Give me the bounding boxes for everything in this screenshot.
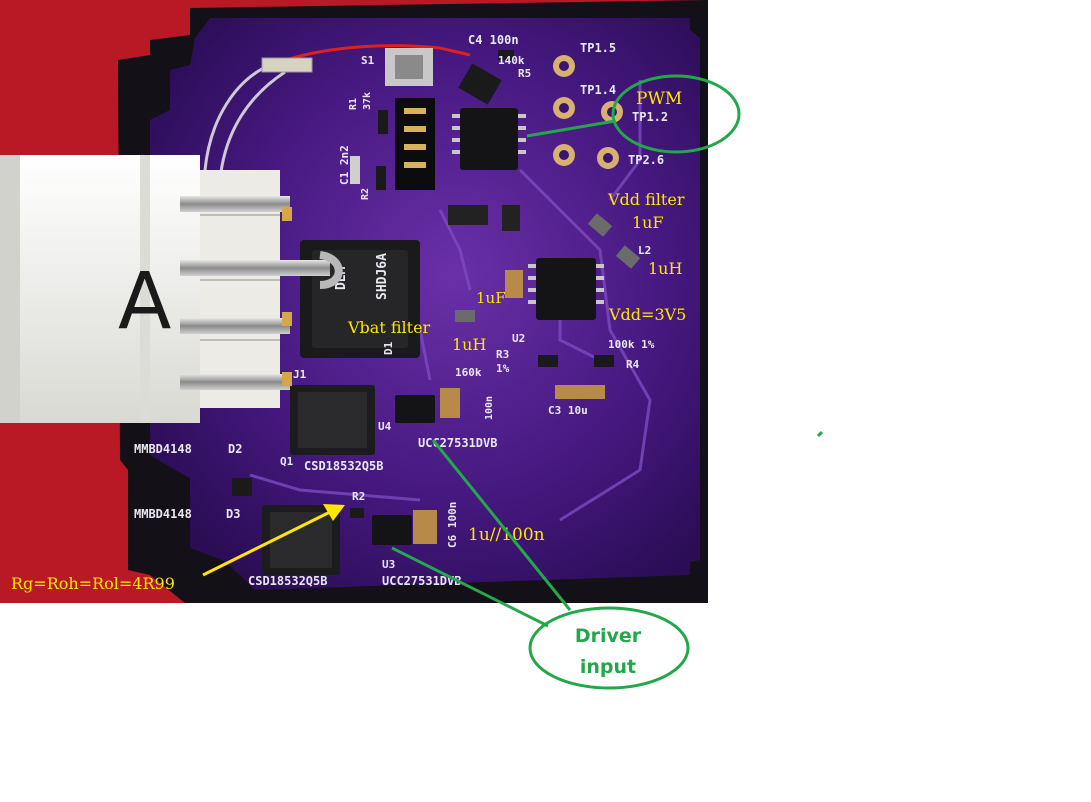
ic-u4 [395,395,435,423]
svg-text:U2: U2 [512,332,525,345]
svg-text:L2: L2 [638,244,651,257]
svg-text:U4: U4 [378,420,392,433]
connector: A [0,155,280,423]
svg-text:100n: 100n [484,396,495,420]
svg-text:UCC27531DVB: UCC27531DVB [382,574,461,588]
svg-text:TP2.6: TP2.6 [628,153,664,167]
svg-text:C6 100n: C6 100n [446,502,459,548]
stray-mark [816,430,824,438]
svg-text:100k 1%: 100k 1% [608,338,655,351]
svg-text:S1: S1 [361,54,375,67]
svg-text:37k: 37k [362,92,373,110]
svg-text:TP1.2: TP1.2 [632,110,668,124]
driver-input-label-line2: input [580,656,636,678]
svg-text:TP1.4: TP1.4 [580,83,616,97]
svg-text:MMBD4148: MMBD4148 [134,442,192,456]
red-wire [279,44,471,64]
svg-text:D2: D2 [228,442,242,456]
svg-text:C1 2n2: C1 2n2 [338,145,351,185]
pcb-photo: DEM SHDJ6A [0,0,708,603]
smd-parts [232,50,641,544]
svg-text:J1: J1 [293,368,307,381]
svg-text:R4: R4 [626,358,640,371]
svg-text:R2: R2 [360,188,371,200]
svg-text:A: A [118,257,171,347]
svg-text:SHDJ6A: SHDJ6A [375,253,390,300]
svg-text:MMBD4148: MMBD4148 [134,507,192,521]
connector-pins [180,196,343,390]
svg-text:Q1: Q1 [280,455,294,468]
svg-text:D1: D1 [382,341,395,355]
svg-text:R1: R1 [348,98,359,110]
ic-u3 [372,515,412,545]
svg-text:D3: D3 [226,507,240,521]
svg-text:140k: 140k [498,54,525,67]
svg-text:1%: 1% [496,362,510,375]
svg-text:C3 10u: C3 10u [548,404,588,417]
driver-input-ellipse [528,606,690,690]
svg-text:CSD18532Q5B: CSD18532Q5B [304,459,383,473]
svg-text:C4 100n: C4 100n [468,33,519,47]
driver-input-label-line1: Driver [575,625,642,647]
svg-text:CSD18532Q5B: CSD18532Q5B [248,574,327,588]
svg-text:TP1.5: TP1.5 [580,41,616,55]
svg-text:R3: R3 [496,348,509,361]
svg-text:R2: R2 [352,490,365,503]
svg-text:R5: R5 [518,67,531,80]
svg-text:UCC27531DVB: UCC27531DVB [418,436,497,450]
svg-text:160k: 160k [455,366,482,379]
ic-top [460,108,518,170]
ic-u2 [536,258,596,320]
svg-text:U3: U3 [382,558,395,571]
